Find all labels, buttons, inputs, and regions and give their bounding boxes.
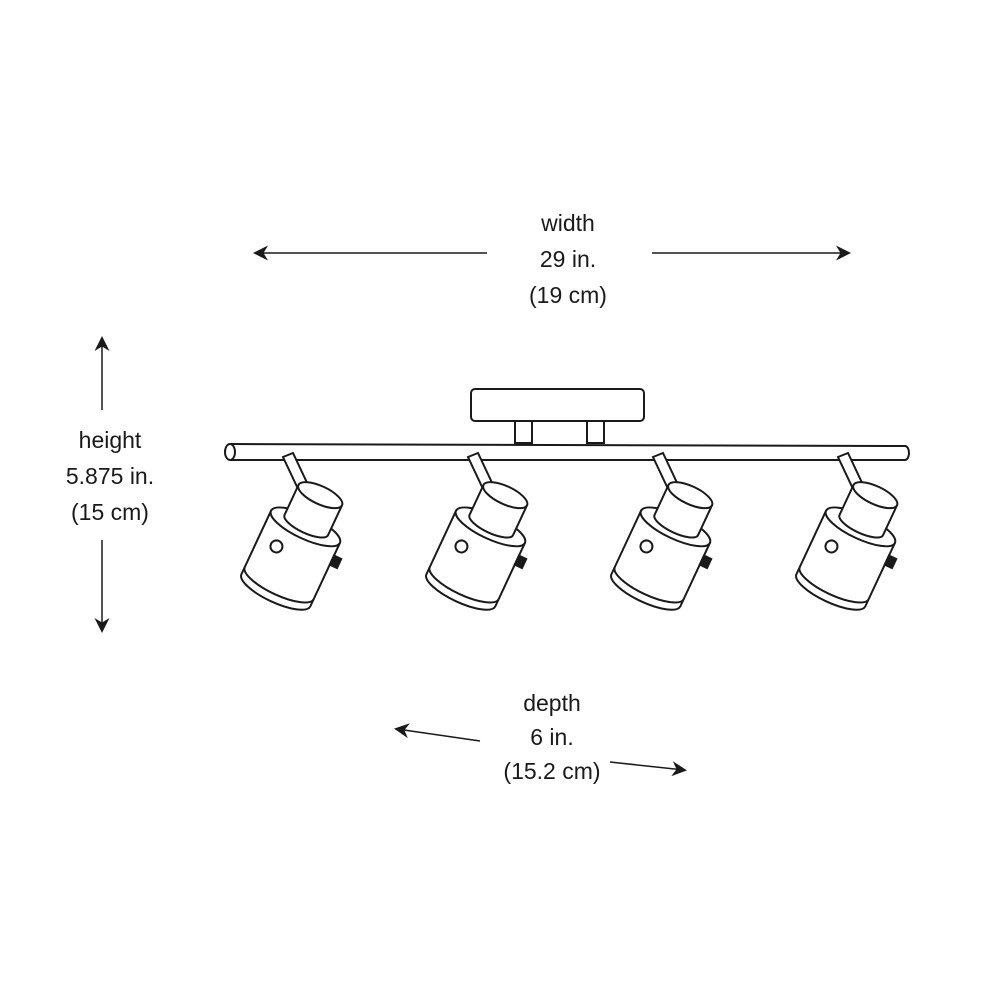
- depth-arrow-left: [394, 723, 481, 742]
- depth-imperial: 6 in.: [530, 724, 574, 750]
- width-imperial: 29 in.: [539, 246, 597, 272]
- height-metric: (15 cm): [71, 499, 149, 525]
- width-metric: (19 cm): [529, 282, 607, 308]
- canopy-post-right: [586, 420, 605, 444]
- spotlight-4: [790, 452, 922, 622]
- height-title: height: [78, 427, 142, 453]
- depth-metric: (15.2 cm): [503, 758, 601, 784]
- ceiling-canopy: [470, 388, 645, 422]
- width-title: width: [541, 210, 595, 236]
- track-bar: [229, 443, 910, 461]
- track-bar-end: [224, 443, 236, 461]
- width-label: width 29 in. (19 cm): [468, 205, 668, 313]
- spotlight-3: [605, 452, 737, 622]
- spotlight-1: [235, 452, 367, 622]
- depth-label: depth 6 in. (15.2 cm): [452, 686, 652, 788]
- spotlight-2: [420, 452, 552, 622]
- canopy-post-left: [514, 420, 533, 444]
- height-imperial: 5.875 in.: [65, 463, 155, 489]
- depth-title: depth: [523, 690, 581, 716]
- height-label: height 5.875 in. (15 cm): [10, 422, 210, 530]
- depth-arrow-right: [609, 761, 687, 777]
